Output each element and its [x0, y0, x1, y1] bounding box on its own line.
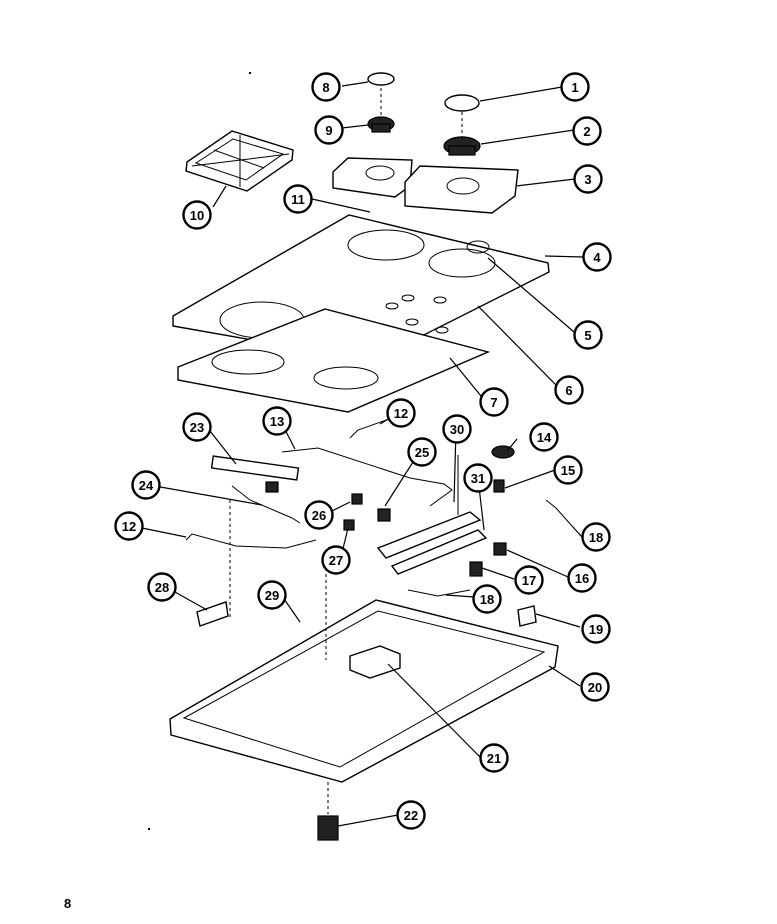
callout-7: 7 — [479, 387, 509, 417]
parts-illustration — [148, 72, 573, 841]
callout-28: 28 — [147, 572, 177, 602]
burner-head-large — [443, 112, 481, 156]
svg-text:14: 14 — [537, 430, 552, 445]
svg-text:4: 4 — [593, 250, 601, 265]
callout-5: 5 — [573, 320, 603, 350]
svg-text:12: 12 — [122, 519, 136, 534]
callout-9: 9 — [314, 115, 344, 145]
callout-14: 14 — [529, 422, 559, 452]
callout-31: 31 — [463, 463, 493, 493]
svg-text:28: 28 — [155, 580, 169, 595]
spark-module — [349, 645, 401, 679]
svg-text:12: 12 — [394, 406, 408, 421]
callout-labels: 1 2 3 4 5 6 7 8 9 10 11 12 12 13 14 15 1… — [114, 72, 612, 830]
burner-cap-small — [367, 72, 395, 86]
callout-6: 6 — [554, 375, 584, 405]
svg-text:2: 2 — [583, 124, 590, 139]
callout-25: 25 — [407, 437, 437, 467]
callout-24: 24 — [131, 470, 161, 500]
svg-text:26: 26 — [312, 508, 326, 523]
power-connector — [317, 782, 339, 841]
callout-3: 3 — [573, 164, 603, 194]
svg-text:27: 27 — [329, 553, 343, 568]
callout-20: 20 — [580, 672, 610, 702]
callout-29: 29 — [257, 580, 287, 610]
callout-11: 11 — [283, 184, 313, 214]
leader-lines — [141, 81, 584, 827]
valve-manifold — [376, 455, 488, 575]
callout-10: 10 — [182, 200, 212, 230]
svg-text:22: 22 — [404, 808, 418, 823]
callout-1: 1 — [560, 72, 590, 102]
callout-22: 22 — [396, 800, 426, 830]
svg-text:20: 20 — [588, 680, 602, 695]
mounting-bracket-left — [196, 601, 229, 627]
burner-head-small — [367, 88, 395, 133]
svg-text:16: 16 — [575, 571, 589, 586]
svg-text:31: 31 — [471, 471, 485, 486]
callout-21: 21 — [479, 743, 509, 773]
burner-bracket — [210, 455, 300, 481]
svg-text:30: 30 — [450, 422, 464, 437]
svg-text:13: 13 — [270, 414, 284, 429]
callout-8: 8 — [311, 72, 341, 102]
callout-18-right: 18 — [581, 522, 611, 552]
svg-text:23: 23 — [190, 420, 204, 435]
svg-text:29: 29 — [265, 588, 279, 603]
callout-18-lower: 18 — [472, 584, 502, 614]
gas-valves — [265, 445, 515, 577]
callout-16: 16 — [567, 563, 597, 593]
svg-text:19: 19 — [589, 622, 603, 637]
svg-text:15: 15 — [561, 463, 575, 478]
svg-text:17: 17 — [522, 573, 536, 588]
stray-mark — [249, 72, 251, 74]
burner-cap-large — [444, 94, 480, 112]
svg-text:11: 11 — [291, 192, 305, 207]
callout-23: 23 — [182, 412, 212, 442]
burner-box-assembly — [332, 157, 519, 214]
stray-mark — [148, 828, 150, 830]
svg-text:25: 25 — [415, 445, 429, 460]
svg-text:18: 18 — [589, 530, 603, 545]
svg-text:9: 9 — [325, 123, 332, 138]
svg-text:7: 7 — [490, 395, 497, 410]
svg-text:18: 18 — [480, 592, 494, 607]
svg-text:24: 24 — [139, 478, 154, 493]
svg-text:3: 3 — [584, 172, 591, 187]
callout-2: 2 — [572, 116, 602, 146]
svg-text:1: 1 — [571, 80, 578, 95]
callout-15: 15 — [553, 455, 583, 485]
mounting-bracket-right — [517, 605, 537, 627]
svg-text:6: 6 — [565, 383, 572, 398]
callout-17: 17 — [514, 565, 544, 595]
callout-26: 26 — [304, 500, 334, 530]
callout-27: 27 — [321, 545, 351, 575]
callout-12-lower: 12 — [114, 511, 144, 541]
page-number: 8 — [64, 896, 72, 911]
callout-30: 30 — [442, 414, 472, 444]
svg-text:8: 8 — [322, 80, 329, 95]
svg-text:10: 10 — [190, 208, 204, 223]
callout-13: 13 — [262, 406, 292, 436]
cooktop-bottom-pan — [169, 500, 559, 783]
svg-text:5: 5 — [584, 328, 591, 343]
callout-19: 19 — [581, 614, 611, 644]
svg-text:21: 21 — [487, 751, 501, 766]
gas-tubing — [185, 417, 573, 597]
callout-12-upper: 12 — [386, 398, 416, 428]
burner-grate — [185, 130, 294, 192]
callout-4: 4 — [582, 242, 612, 272]
cooktop-trim-frame — [177, 308, 491, 413]
